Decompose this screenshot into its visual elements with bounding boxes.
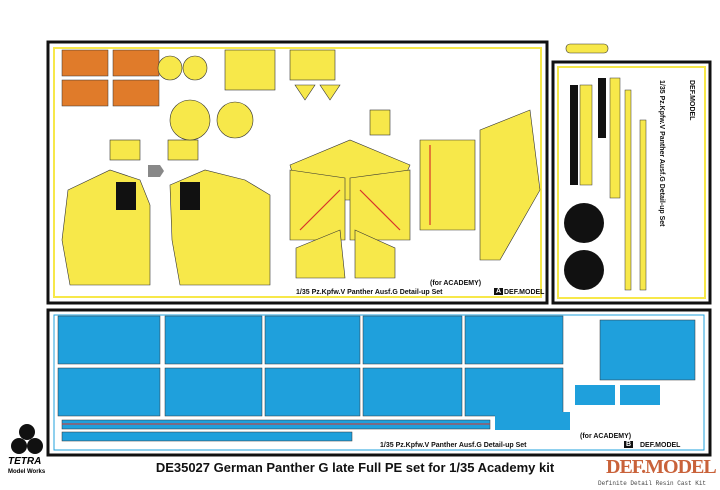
sheet-side xyxy=(551,43,712,305)
defmodel-tagline: Definite Detail Resin Cast Kit xyxy=(598,480,707,487)
sheet-a-note: (for ACADEMY) xyxy=(430,280,482,287)
sheet-a xyxy=(46,40,549,305)
defmodel-logo: DEF.MODEL xyxy=(606,456,717,478)
sheet-b-note: (for ACADEMY) xyxy=(580,433,632,440)
product-caption: DE35027 German Panther G late Full PE se… xyxy=(155,460,555,475)
tetra-sub: Model Works xyxy=(8,469,46,475)
sheet-side-title: 1/35 Pz.Kpfw.V Panther Ausf.G Detail-up … xyxy=(658,80,665,227)
sheet-b-brand: DEF.MODEL xyxy=(640,442,681,449)
sheet-a-brand: DEF.MODEL xyxy=(504,289,545,296)
sheet-a-letter: A xyxy=(494,288,504,295)
sheet-b-title: 1/35 Pz.Kpfw.V Panther Ausf.G Detail-up … xyxy=(380,442,527,449)
sheet-side-brand: DEF.MODEL xyxy=(688,80,695,121)
sheet-b xyxy=(46,308,712,457)
sheet-b-letter: B xyxy=(624,441,634,448)
tetra-name: TETRA xyxy=(8,456,42,467)
sheet-a-title: 1/35 Pz.Kpfw.V Panther Ausf.G Detail-up … xyxy=(296,289,443,296)
tetra-logo-mark xyxy=(11,424,43,454)
